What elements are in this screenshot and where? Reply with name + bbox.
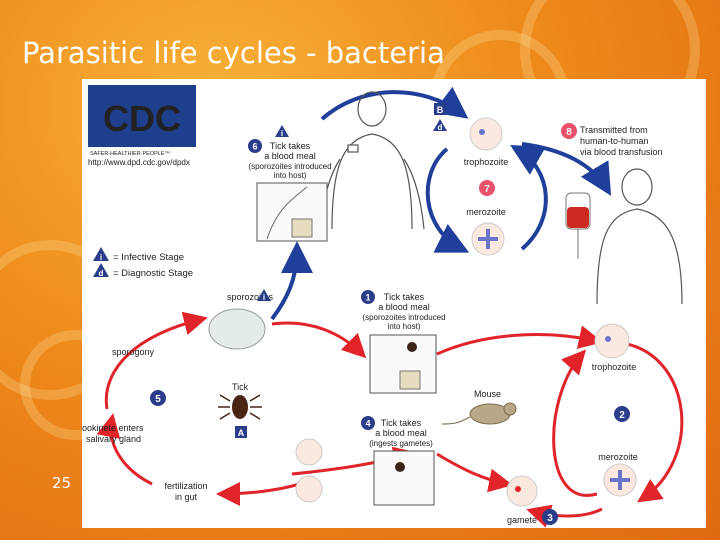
arrow-gamete-to-step4 (436, 452, 513, 493)
step-6-badge (248, 139, 262, 153)
step-4-line3: (ingests gametes) (369, 439, 433, 448)
step-4-line2: a blood meal (375, 428, 427, 438)
legend: i = Infective Stage d = Diagnostic Stage (93, 247, 193, 279)
step-4-number: 4 (365, 419, 370, 429)
step-1-line1: Tick takes (384, 292, 425, 302)
infective-stage-letter: i (281, 129, 283, 138)
logo-tagline: SAFER·HEALTHIER·PEOPLE™ (90, 151, 170, 157)
diagnostic-stage-icon (433, 119, 447, 131)
ookinete-line1: ookinete enters (82, 423, 144, 433)
step-6-line1: Tick takes (270, 141, 311, 151)
step-4-illustration (373, 450, 435, 506)
step-7-number: 7 (484, 184, 490, 195)
fertilization-line1: fertilization (164, 481, 207, 491)
life-cycle-diagram: CDC SAFER·HEALTHIER·PEOPLE™ http://www.d… (82, 85, 684, 528)
step-8-line1: Transmitted from (580, 125, 648, 135)
step-1-line2: a blood meal (378, 302, 430, 312)
legend-infective-label: = Infective Stage (113, 252, 184, 263)
slide-number: 25 (52, 474, 72, 492)
step-8-line2: human-to-human (580, 136, 649, 146)
step-6-line3: (sporozoites introduced (248, 162, 331, 171)
fertilization-line2: in gut (175, 492, 198, 502)
step-2-number: 2 (619, 410, 625, 421)
step-3-number: 3 (547, 513, 553, 524)
step-5-number: 5 (155, 394, 161, 405)
host-badge-human-label: B (437, 105, 444, 115)
step-7-badge (479, 180, 495, 196)
host-badge-tick (235, 426, 247, 438)
step-1-badge (361, 290, 375, 304)
step-8-number: 8 (566, 127, 572, 138)
diagnostic-stage-letter: d (438, 123, 443, 132)
mouse-label: Mouse (474, 389, 501, 399)
sporogony-label: sporogony (112, 347, 155, 357)
gamete-cell (506, 475, 538, 507)
arrow-cycle-right (510, 145, 548, 251)
logo-lettering: CDC (103, 98, 181, 139)
legend-diagnostic-label: = Diagnostic Stage (113, 268, 193, 279)
step-3-badge (542, 509, 558, 525)
arrow-to-ookinete (96, 413, 153, 486)
gamete-cell-upper (295, 438, 323, 466)
sporozoites-infective-letter: i (263, 293, 265, 302)
step-1-line3: (sporozoites introduced (362, 313, 445, 322)
trophozoite-right-cell (594, 323, 630, 359)
step-6-number: 6 (252, 142, 257, 152)
arrow-human-to-trophozoite (320, 86, 469, 121)
arrow-sporozoites-to-step1 (271, 321, 367, 359)
arrow-transfusion (521, 142, 612, 196)
host-badge-tick-label: A (238, 428, 245, 438)
mouse-host-figure (441, 402, 517, 425)
host-badge-human (434, 103, 446, 115)
life-cycle-figure: CDC SAFER·HEALTHIER·PEOPLE™ http://www.d… (82, 79, 706, 528)
tick-vector-figure (218, 394, 262, 420)
sporozoites-infective-icon (257, 289, 271, 301)
step-6-line2: a blood meal (264, 151, 316, 161)
logo-url: http://www.dpd.cdc.gov/dpdx (88, 158, 190, 167)
gamete-label: gamete (507, 515, 537, 525)
transfusion-recipient-figure (596, 168, 683, 305)
blood-bag-icon (565, 192, 591, 259)
tick-label: Tick (232, 382, 249, 392)
gamete-cell-lower (295, 475, 323, 503)
trophozoite-top-cell (469, 117, 503, 151)
step-1-line4: into host) (388, 322, 421, 331)
step-4-badge (361, 416, 375, 430)
arrow-to-sporogony (104, 311, 208, 410)
slide-title: Parasitic life cycles - bacteria (22, 36, 445, 70)
sporozoites-illustration (208, 308, 266, 350)
infective-stage-icon (275, 125, 289, 137)
ookinete-line2: salivary gland (86, 434, 141, 444)
arrow-step1-to-trophozoite (436, 325, 603, 356)
cdc-logo: CDC SAFER·HEALTHIER·PEOPLE™ http://www.d… (88, 85, 196, 167)
arrow-cycle-left (425, 147, 470, 253)
legend-diagnostic-symbol: d (99, 269, 104, 278)
trophozoite-top-label: trophozoite (464, 157, 509, 167)
step-4-line1: Tick takes (381, 418, 422, 428)
merozoite-right-label: merozoite (598, 452, 638, 462)
arrow-right-loop-up (552, 349, 598, 497)
sporozoites-label: sporozoites (227, 292, 274, 302)
trophozoite-right-label: trophozoite (592, 362, 637, 372)
step-8-line3: via blood transfusion (580, 147, 663, 157)
legend-infective-symbol: i (100, 253, 102, 262)
step-2-badge (614, 406, 630, 422)
arrow-to-gamete (526, 504, 603, 528)
human-host-figure (319, 91, 425, 230)
arrow-sporozoites-to-step6 (270, 241, 313, 321)
arrow-right-loop-down (626, 342, 684, 503)
step-8-badge (561, 123, 577, 139)
step-5-badge (150, 390, 166, 406)
merozoite-top-label: merozoite (466, 207, 506, 217)
step-1-number: 1 (365, 293, 370, 303)
step-6-line4: into host) (274, 171, 307, 180)
